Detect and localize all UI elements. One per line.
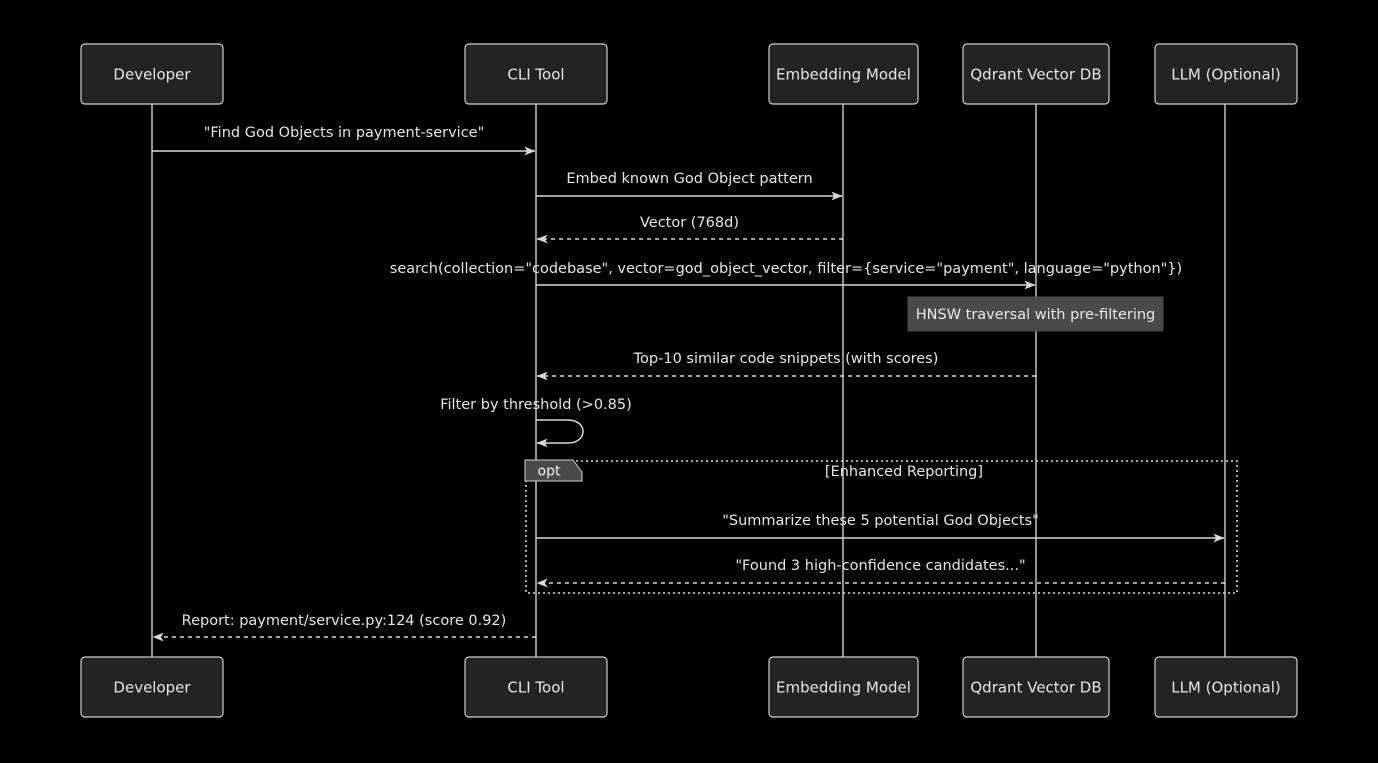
message-m5[interactable]: Top-10 similar code snippets (with score… bbox=[536, 351, 1036, 381]
participant-box-qdrant-top[interactable]: Qdrant Vector DB bbox=[962, 43, 1110, 105]
participant-box-qdrant-bottom[interactable]: Qdrant Vector DB bbox=[962, 656, 1110, 718]
participant-box-llm-top[interactable]: LLM (Optional) bbox=[1154, 43, 1298, 105]
self-message-arrow bbox=[536, 419, 584, 448]
fragment-opt: opt [Enhanced Reporting] bbox=[524, 459, 1238, 594]
participant-box-rect bbox=[1154, 656, 1298, 718]
participant-label: LLM (Optional) bbox=[1171, 66, 1281, 84]
message-label: Top-10 similar code snippets (with score… bbox=[633, 351, 939, 367]
participant-box-rect bbox=[768, 43, 919, 105]
participant-label: Embedding Model bbox=[776, 66, 911, 84]
message-m1[interactable]: "Find God Objects in payment-service" bbox=[152, 125, 536, 156]
message-label: Report: payment/service.py:124 (score 0.… bbox=[182, 613, 507, 629]
participant-box-llm-bottom[interactable]: LLM (Optional) bbox=[1154, 656, 1298, 718]
participant-box-embedding-top[interactable]: Embedding Model bbox=[768, 43, 919, 105]
message-m6[interactable]: "Summarize these 5 potential God Objects… bbox=[536, 513, 1225, 543]
participant-label: Developer bbox=[113, 66, 191, 84]
participant-box-rect bbox=[768, 656, 919, 718]
fragment-layer: opt [Enhanced Reporting] bbox=[524, 459, 1238, 594]
self-message-label: Filter by threshold (>0.85) bbox=[440, 397, 632, 413]
note-note1: HNSW traversal with pre-filtering bbox=[907, 296, 1164, 332]
participant-box-rect bbox=[80, 43, 224, 105]
messages-layer: "Find God Objects in payment-service" Emb… bbox=[152, 125, 1225, 642]
note-layer: HNSW traversal with pre-filtering bbox=[907, 296, 1164, 332]
message-label: Embed known God Object pattern bbox=[566, 171, 812, 187]
participant-box-embedding-bottom[interactable]: Embedding Model bbox=[768, 656, 919, 718]
participant-box-cli-bottom[interactable]: CLI Tool bbox=[464, 656, 608, 718]
participant-box-developer-top[interactable]: Developer bbox=[80, 43, 224, 105]
participant-label: Qdrant Vector DB bbox=[970, 66, 1101, 84]
participant-box-rect bbox=[1154, 43, 1298, 105]
message-label: search(collection="codebase", vector=god… bbox=[390, 261, 1182, 277]
fragment-border bbox=[525, 460, 1238, 594]
fragment-condition-label: [Enhanced Reporting] bbox=[825, 464, 983, 480]
participant-box-rect bbox=[80, 656, 224, 718]
participant-box-rect bbox=[464, 656, 608, 718]
note-label: HNSW traversal with pre-filtering bbox=[916, 307, 1156, 323]
participant-label: CLI Tool bbox=[507, 679, 564, 697]
message-m4[interactable]: search(collection="codebase", vector=god… bbox=[390, 261, 1182, 290]
fragment-kind-tag bbox=[524, 459, 583, 482]
self-message-self1[interactable]: Filter by threshold (>0.85) bbox=[440, 397, 632, 448]
participant-label: CLI Tool bbox=[507, 66, 564, 84]
participant-box-developer-bottom[interactable]: Developer bbox=[80, 656, 224, 718]
message-label: "Find God Objects in payment-service" bbox=[204, 125, 485, 141]
message-label: "Summarize these 5 potential God Objects… bbox=[722, 513, 1039, 529]
participant-box-rect bbox=[464, 43, 608, 105]
participant-box-rect bbox=[962, 43, 1110, 105]
message-m3[interactable]: Vector (768d) bbox=[536, 215, 843, 244]
participant-label: LLM (Optional) bbox=[1171, 679, 1281, 697]
participant-box-cli-top[interactable]: CLI Tool bbox=[464, 43, 608, 105]
message-m8[interactable]: Report: payment/service.py:124 (score 0.… bbox=[152, 613, 536, 642]
participant-label: Qdrant Vector DB bbox=[970, 679, 1101, 697]
fragment-kind-label: opt bbox=[538, 464, 561, 480]
participant-label: Embedding Model bbox=[776, 679, 911, 697]
message-label: "Found 3 high-confidence candidates..." bbox=[735, 558, 1025, 574]
note-box bbox=[907, 296, 1164, 332]
participant-box-rect bbox=[962, 656, 1110, 718]
message-m2[interactable]: Embed known God Object pattern bbox=[536, 171, 843, 201]
message-label: Vector (768d) bbox=[640, 215, 739, 231]
message-m7[interactable]: "Found 3 high-confidence candidates..." bbox=[536, 558, 1225, 588]
participant-label: Developer bbox=[113, 679, 191, 697]
